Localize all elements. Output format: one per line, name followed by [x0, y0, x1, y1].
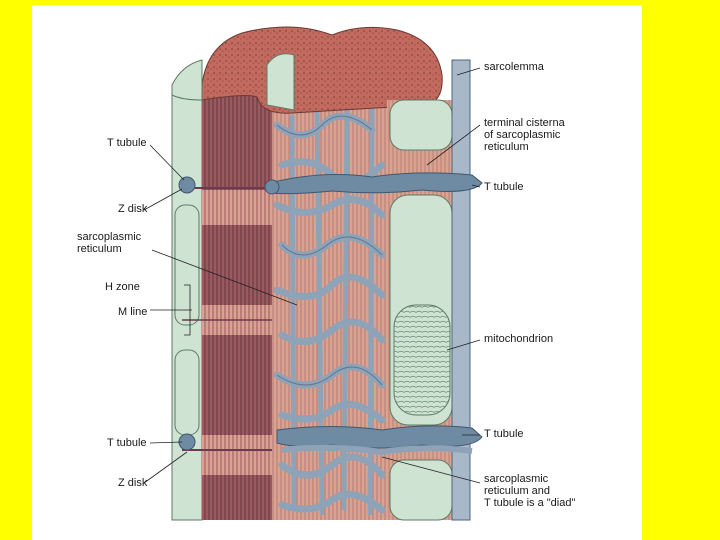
label-mitochondrion: mitochondrion [484, 333, 553, 345]
label-terminal-cisterna: terminal cisterna of sarcoplasmic reticu… [484, 117, 565, 153]
label-h-zone: H zone [105, 281, 140, 293]
sarcoplasmic-reticulum-network [272, 100, 387, 520]
label-sarcolemma: sarcolemma [484, 61, 544, 73]
t-tubule-bottom [277, 426, 482, 452]
label-m-line: M line [118, 306, 147, 318]
label-t-tubule-lower-right: T tubule [484, 428, 524, 440]
muscle-fiber-diagram [32, 5, 642, 540]
figure-panel: T tubule Z disk sarcoplasmic reticulum H… [32, 5, 642, 540]
label-sarcoplasmic-reticulum-left: sarcoplasmic reticulum [77, 231, 141, 255]
label-diad: sarcoplasmic reticulum and T tubule is a… [484, 473, 575, 509]
label-t-tubule-upper-right: T tubule [484, 181, 524, 193]
label-z-disk-upper: Z disk [118, 203, 147, 215]
left-myofibril [172, 85, 202, 520]
label-z-disk-lower: Z disk [118, 477, 147, 489]
label-t-tubule-upper-left: T tubule [107, 137, 147, 149]
label-t-tubule-lower-left: T tubule [107, 437, 147, 449]
